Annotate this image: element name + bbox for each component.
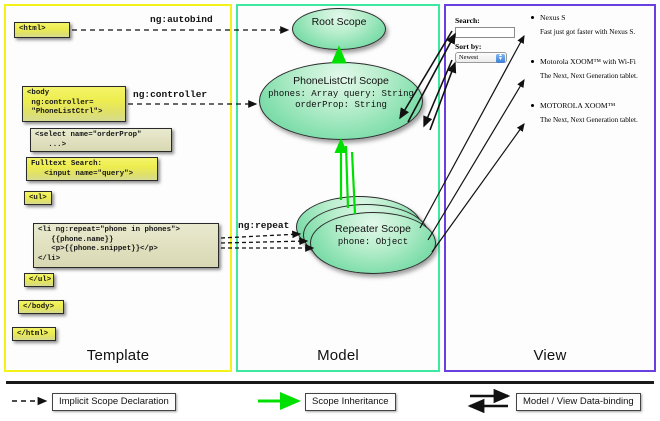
html-open-tag-box: <html> xyxy=(14,22,70,38)
chevron-updown-icon[interactable]: ▲▼ xyxy=(496,53,505,63)
bullet-icon xyxy=(531,104,534,107)
phone-snippet: Fast just got faster with Nexus S. xyxy=(540,28,636,36)
panel-template: Template xyxy=(4,4,232,372)
ul-close-tag-box: </ul> xyxy=(24,273,54,287)
phone-list-item: Motorola XOOM™ with Wi-Fi The Next, Next… xyxy=(531,57,638,80)
body-controller-tag-box: <body ng:controller= "PhoneListCtrl"> xyxy=(22,86,126,122)
ng-autobind-label: ng:autobind xyxy=(150,14,213,25)
repeater-scope: Repeater Scope phone: Object xyxy=(310,212,436,274)
phonelistctrl-scope-title: PhoneListCtrl Scope xyxy=(293,75,389,87)
fulltext-search-input-box: Fulltext Search: <input name="query"> xyxy=(26,157,158,181)
phone-snippet: The Next, Next Generation tablet. xyxy=(540,72,638,80)
sort-by-selected-value: Newest xyxy=(459,54,479,61)
bullet-icon xyxy=(531,16,534,19)
ul-open-tag-box: <ul> xyxy=(24,191,52,205)
root-scope-title: Root Scope xyxy=(311,16,367,28)
legend-model-view-data-binding: Model / View Data-binding xyxy=(516,393,641,411)
select-orderprop-tag-box: <select name="orderProp" ...> xyxy=(30,128,172,152)
panel-model-label: Model xyxy=(317,347,359,364)
sort-by-label: Sort by: xyxy=(455,42,482,51)
legend-divider xyxy=(6,381,654,384)
bullet-icon xyxy=(531,60,534,63)
phone-list-item: Nexus S Fast just got faster with Nexus … xyxy=(531,13,636,36)
li-ngrepeat-tag-box: <li ng:repeat="phone in phones"> {{phone… xyxy=(33,223,219,268)
phone-list-item: MOTOROLA XOOM™ The Next, Next Generation… xyxy=(531,101,638,124)
phonelistctrl-scope-props: phones: Array query: String orderProp: S… xyxy=(268,89,414,110)
phone-snippet: The Next, Next Generation tablet. xyxy=(540,116,638,124)
phone-name[interactable]: Nexus S xyxy=(540,13,566,22)
panel-model: Model xyxy=(236,4,440,372)
phone-name[interactable]: MOTOROLA XOOM™ xyxy=(540,101,616,110)
html-close-tag-box: </html> xyxy=(12,327,56,341)
ng-controller-label: ng:controller xyxy=(133,89,208,100)
repeater-scope-props: phone: Object xyxy=(337,237,409,247)
search-input[interactable] xyxy=(455,27,515,38)
panel-view-label: View xyxy=(533,347,567,364)
repeater-scope-title: Repeater Scope xyxy=(335,223,411,235)
phonelistctrl-scope: PhoneListCtrl Scope phones: Array query:… xyxy=(259,62,423,140)
legend-scope-inheritance: Scope Inheritance xyxy=(305,393,396,411)
sort-by-select[interactable]: Newest ▲▼ xyxy=(455,52,507,63)
legend-implicit-scope-declaration: Implicit Scope Declaration xyxy=(52,393,176,411)
ng-repeat-label: ng:repeat xyxy=(238,220,290,231)
phone-name[interactable]: Motorola XOOM™ with Wi-Fi xyxy=(540,57,636,66)
search-label: Search: xyxy=(455,16,480,25)
panel-template-label: Template xyxy=(86,347,150,364)
root-scope: Root Scope xyxy=(292,8,386,50)
body-close-tag-box: </body> xyxy=(18,300,64,314)
